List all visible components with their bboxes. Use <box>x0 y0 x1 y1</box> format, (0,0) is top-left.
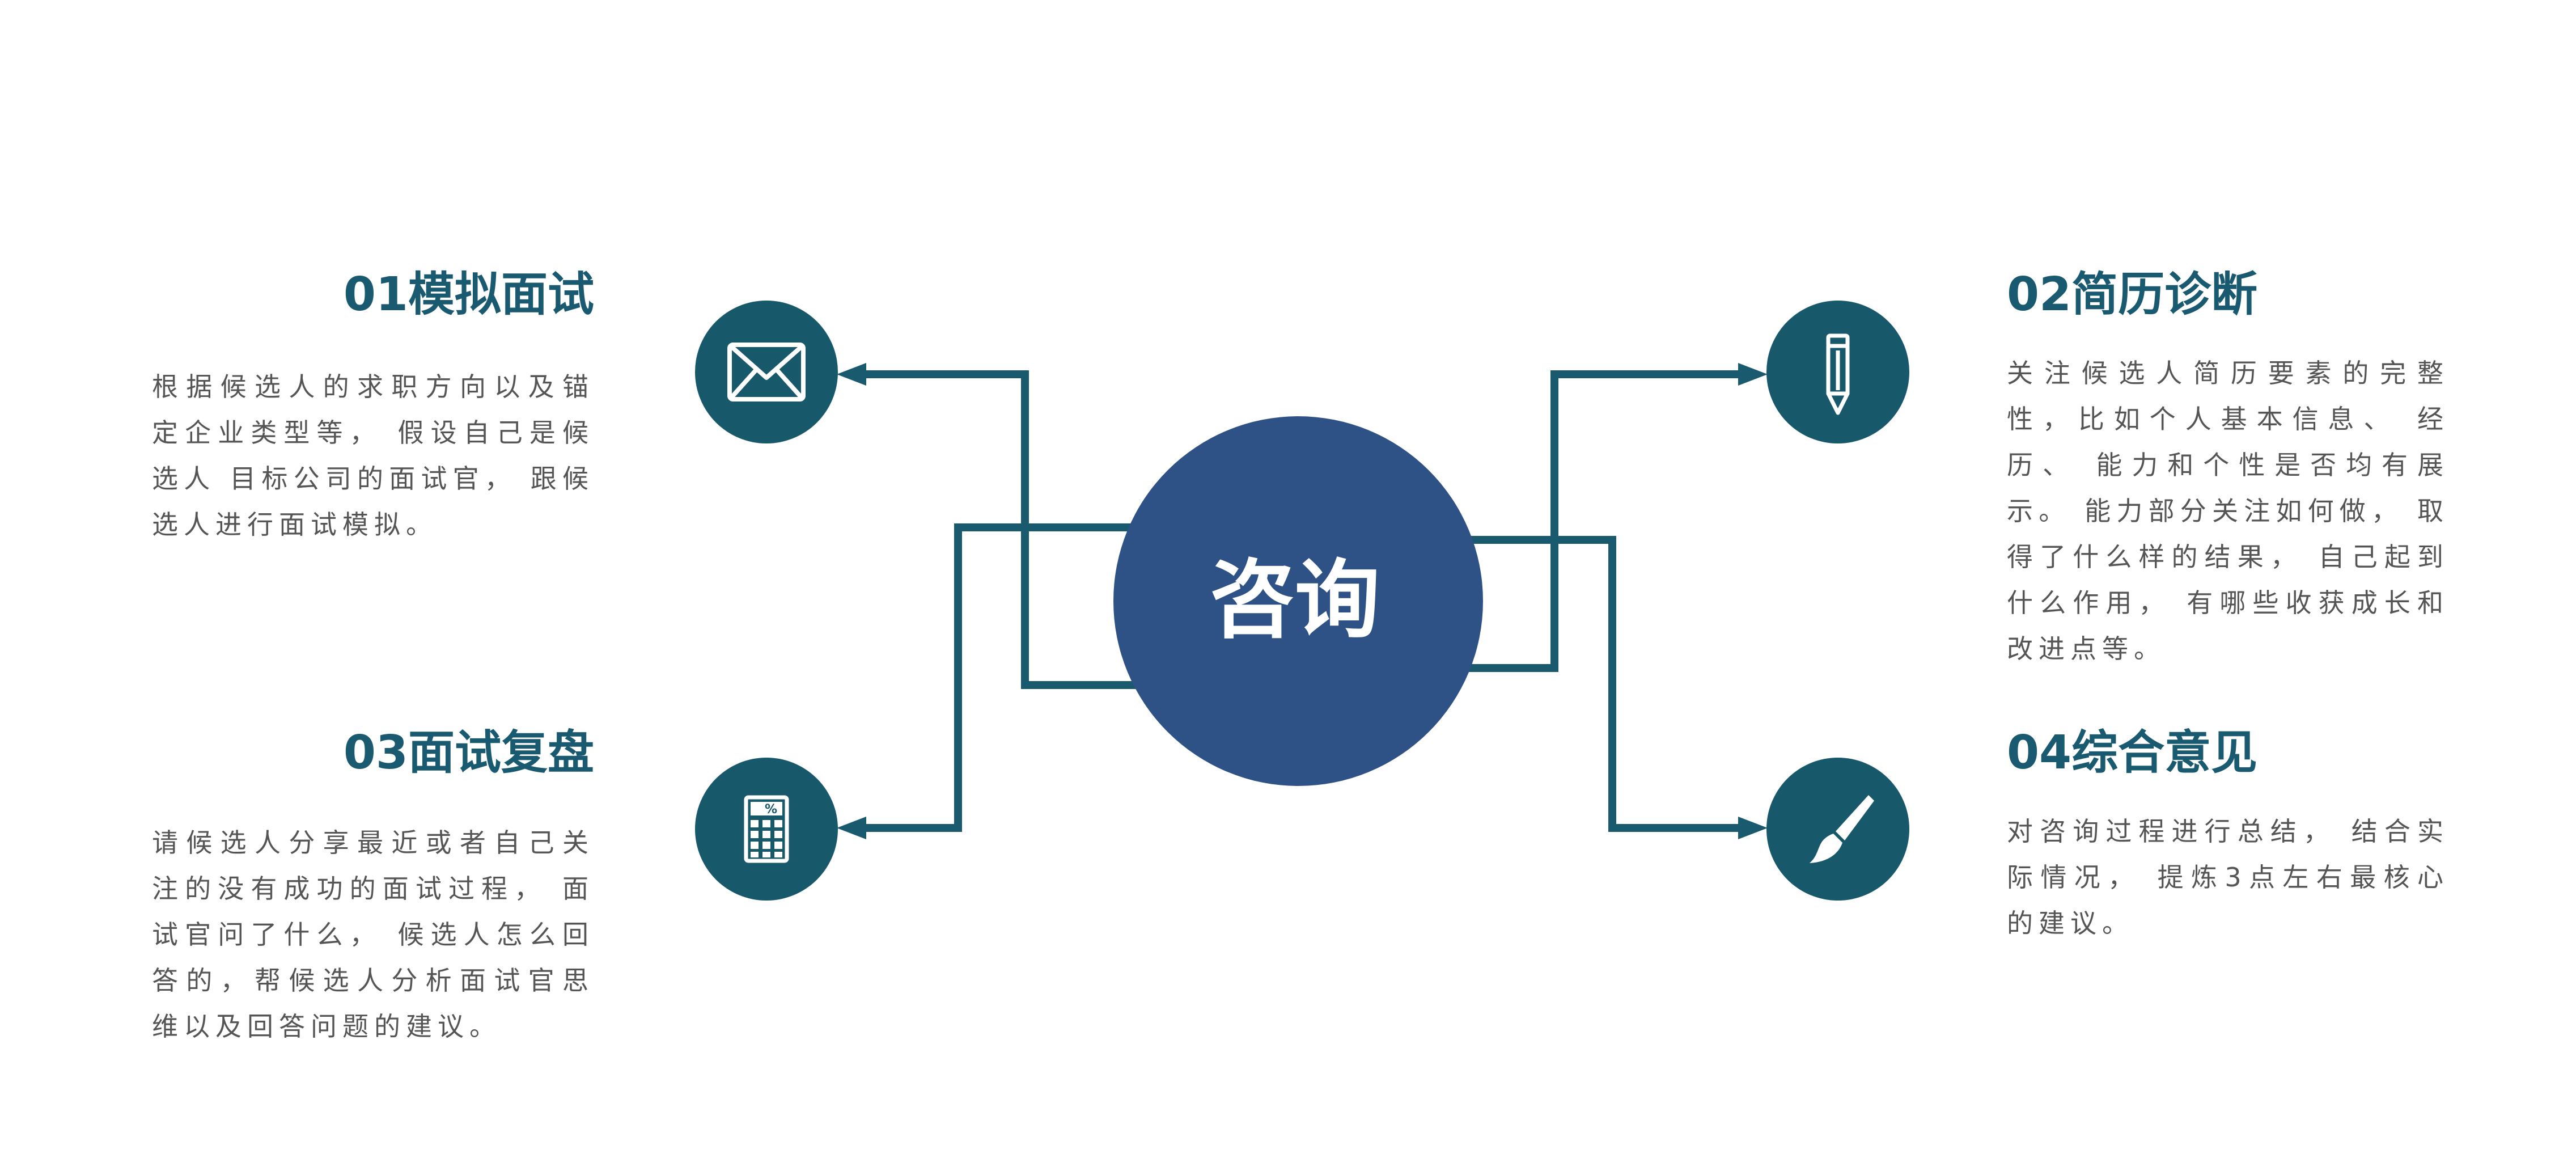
item-04-title: 04综合意见 <box>2007 726 2258 780</box>
item-04-body: 对咨询过程进行总结， 结合实际情况， 提炼3点左右最核心的建议。 <box>2007 816 2449 939</box>
item-02: 02简历诊断 关注候选人简历要素的完整性，比如个人基本信息、 经历、 能力和个性… <box>2007 267 2449 672</box>
icon-node-04 <box>1766 758 1909 901</box>
svg-text:%: % <box>765 802 777 817</box>
item-03-title: 03面试复盘 <box>343 726 594 780</box>
item-03: 03面试复盘 请候选人分享最近或者自己关注的没有成功的面试过程， 面试官问了什么… <box>152 725 594 1050</box>
icon-node-03: % <box>695 758 838 901</box>
calculator-icon: % <box>744 795 789 863</box>
icon-node-01 <box>695 301 838 443</box>
connector-04 <box>1440 536 1768 839</box>
item-02-title: 02简历诊断 <box>2007 268 2258 322</box>
envelope-icon <box>727 343 806 402</box>
pencil-icon <box>1826 333 1850 415</box>
connector-02 <box>1440 363 1768 672</box>
connector-03 <box>837 523 1156 839</box>
item-01-title: 01模拟面试 <box>343 268 594 322</box>
center-node: 咨询 <box>1113 416 1483 786</box>
paintbrush-icon <box>1810 795 1874 863</box>
item-03-body: 请候选人分享最近或者自己关注的没有成功的面试过程， 面试官问了什么， 候选人怎么… <box>152 827 594 1042</box>
center-label: 咨询 <box>1210 551 1380 650</box>
icon-node-02 <box>1766 301 1909 443</box>
item-01: 01模拟面试 根据候选人的求职方向以及锚定企业类型等， 假设自己是候选人 目标公… <box>152 267 594 548</box>
center-circle <box>1113 416 1483 786</box>
item-01-body: 根据候选人的求职方向以及锚定企业类型等， 假设自己是候选人 目标公司的面试官， … <box>152 371 594 540</box>
item-02-body: 关注候选人简历要素的完整性，比如个人基本信息、 经历、 能力和个性是否均有展示。… <box>2007 358 2449 664</box>
item-04: 04综合意见 对咨询过程进行总结， 结合实际情况， 提炼3点左右最核心的建议。 <box>2007 725 2449 946</box>
